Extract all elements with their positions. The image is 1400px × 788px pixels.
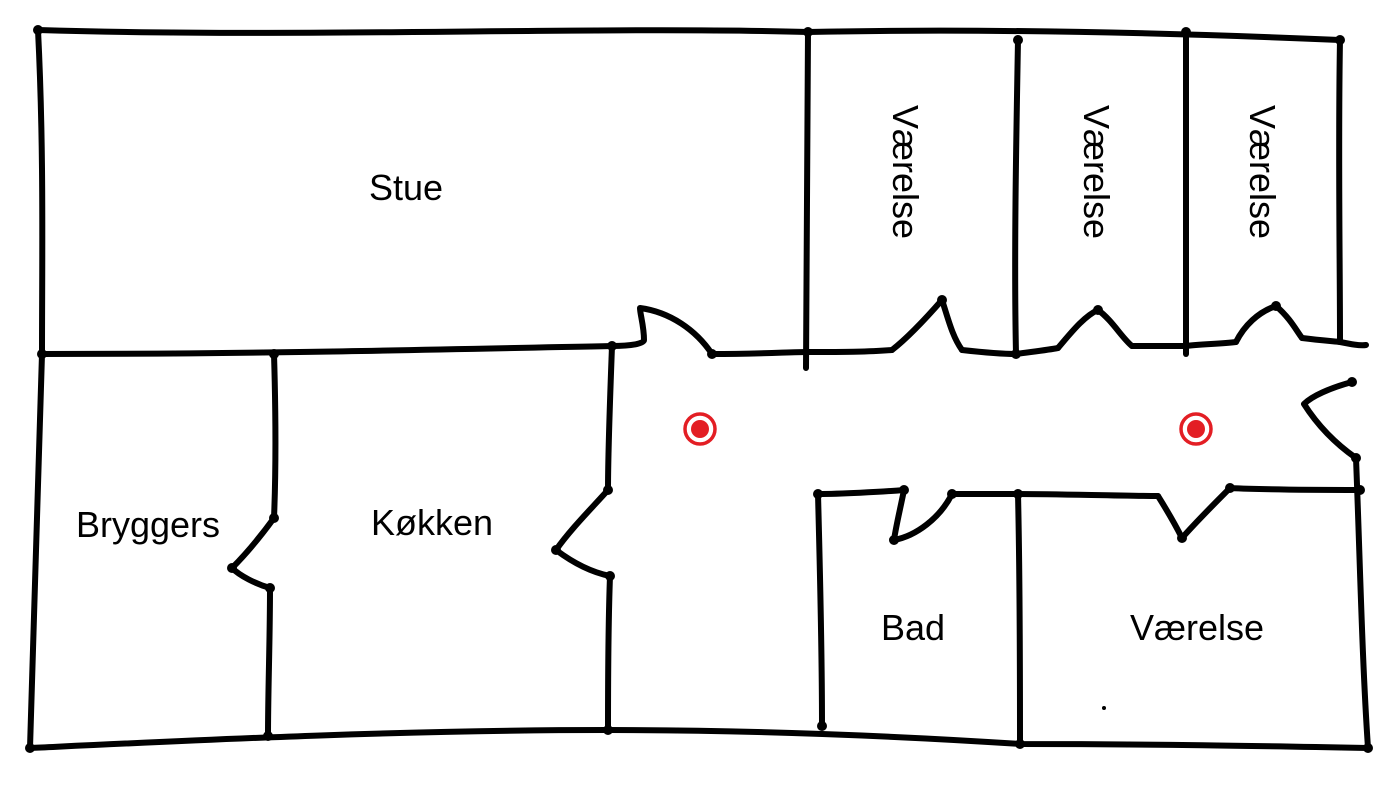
room-label-vaerelse-top-3: Værelse xyxy=(1242,105,1283,239)
joint xyxy=(947,489,957,499)
interior-walls xyxy=(39,29,1363,747)
wall-bad-vaerelse xyxy=(1015,491,1023,747)
wall-koekken-hall-lower xyxy=(605,573,613,733)
joint xyxy=(269,513,279,523)
joint xyxy=(1335,35,1345,45)
room-label-vaerelse-top-1: Værelse xyxy=(885,105,926,239)
joint xyxy=(889,535,899,545)
marker-dot xyxy=(1187,420,1205,438)
wall-koekken-hall xyxy=(605,343,615,493)
joint xyxy=(707,349,717,359)
marker-dot xyxy=(691,420,709,438)
joint xyxy=(1015,739,1025,749)
joint xyxy=(1011,349,1021,359)
wall-stue-bottom xyxy=(39,343,615,357)
wall-right-lower xyxy=(1353,455,1371,751)
joint xyxy=(817,721,827,731)
marker-ring xyxy=(683,412,717,446)
wall-hall-bottom xyxy=(815,487,907,497)
room-label-bryggers: Bryggers xyxy=(76,504,220,545)
joint xyxy=(1013,489,1023,499)
wall-bad-left xyxy=(815,491,825,729)
wall-hall-top xyxy=(709,347,895,357)
joint xyxy=(1363,743,1373,753)
joint xyxy=(37,349,47,359)
joint xyxy=(603,485,613,495)
joint xyxy=(603,725,613,735)
door-stue xyxy=(609,305,715,357)
joint xyxy=(263,731,273,741)
joint xyxy=(899,485,909,495)
door-bryggers xyxy=(229,515,277,591)
wall-joints xyxy=(25,25,1373,753)
marker-ring xyxy=(1179,412,1213,446)
joint xyxy=(1093,305,1103,315)
wall-top xyxy=(35,27,1343,43)
location-marker xyxy=(1179,412,1213,446)
joint xyxy=(1347,377,1357,387)
door-vaerelse-3 xyxy=(1233,303,1305,345)
joint xyxy=(1355,485,1365,495)
door-vaerelse-2 xyxy=(1055,307,1135,351)
joint xyxy=(937,295,947,305)
joint xyxy=(605,571,615,581)
joint xyxy=(33,25,43,35)
wall-hall-bottom-2 xyxy=(949,491,1161,499)
wall-bryggers-koekken-lower xyxy=(265,585,273,739)
wall-hall-bottom-3 xyxy=(1227,485,1363,493)
joint xyxy=(1351,453,1361,463)
door-vaerelse-bottom xyxy=(1155,485,1233,541)
joint xyxy=(25,743,35,753)
joint xyxy=(1102,706,1106,710)
door-vaerelse-1 xyxy=(889,297,965,353)
wall-v-1018 xyxy=(1012,37,1021,357)
wall-hall-top-2 xyxy=(959,345,1061,357)
door-bad xyxy=(891,487,955,543)
joint xyxy=(1225,483,1235,493)
joint xyxy=(1271,301,1281,311)
wall-bottom xyxy=(27,727,1371,751)
door-right xyxy=(1301,379,1359,461)
door-koekken xyxy=(553,487,613,579)
joint xyxy=(803,27,813,37)
wall-v-808 xyxy=(803,29,811,371)
room-label-vaerelse-top-2: Værelse xyxy=(1076,105,1117,239)
joint xyxy=(1181,27,1191,37)
room-label-koekken: Køkken xyxy=(371,502,493,543)
wall-right-upper xyxy=(1336,37,1369,349)
wall-hall-top-4 xyxy=(1299,335,1343,345)
joint xyxy=(269,349,279,359)
room-label-stue: Stue xyxy=(369,167,443,208)
joint xyxy=(607,341,617,351)
joint xyxy=(1177,533,1187,543)
location-marker xyxy=(683,412,717,446)
location-markers xyxy=(683,412,1213,446)
room-labels: Stue Bryggers Køkken Bad Værelse Værelse… xyxy=(76,105,1283,648)
joint xyxy=(227,563,237,573)
wall-bryggers-koekken xyxy=(271,351,279,521)
room-label-bad: Bad xyxy=(881,607,945,648)
joint xyxy=(551,545,561,555)
joint xyxy=(265,583,275,593)
joint xyxy=(1013,35,1023,45)
joint xyxy=(813,489,823,499)
wall-left xyxy=(27,27,46,751)
room-label-vaerelse-bottom: Værelse xyxy=(1130,607,1264,648)
